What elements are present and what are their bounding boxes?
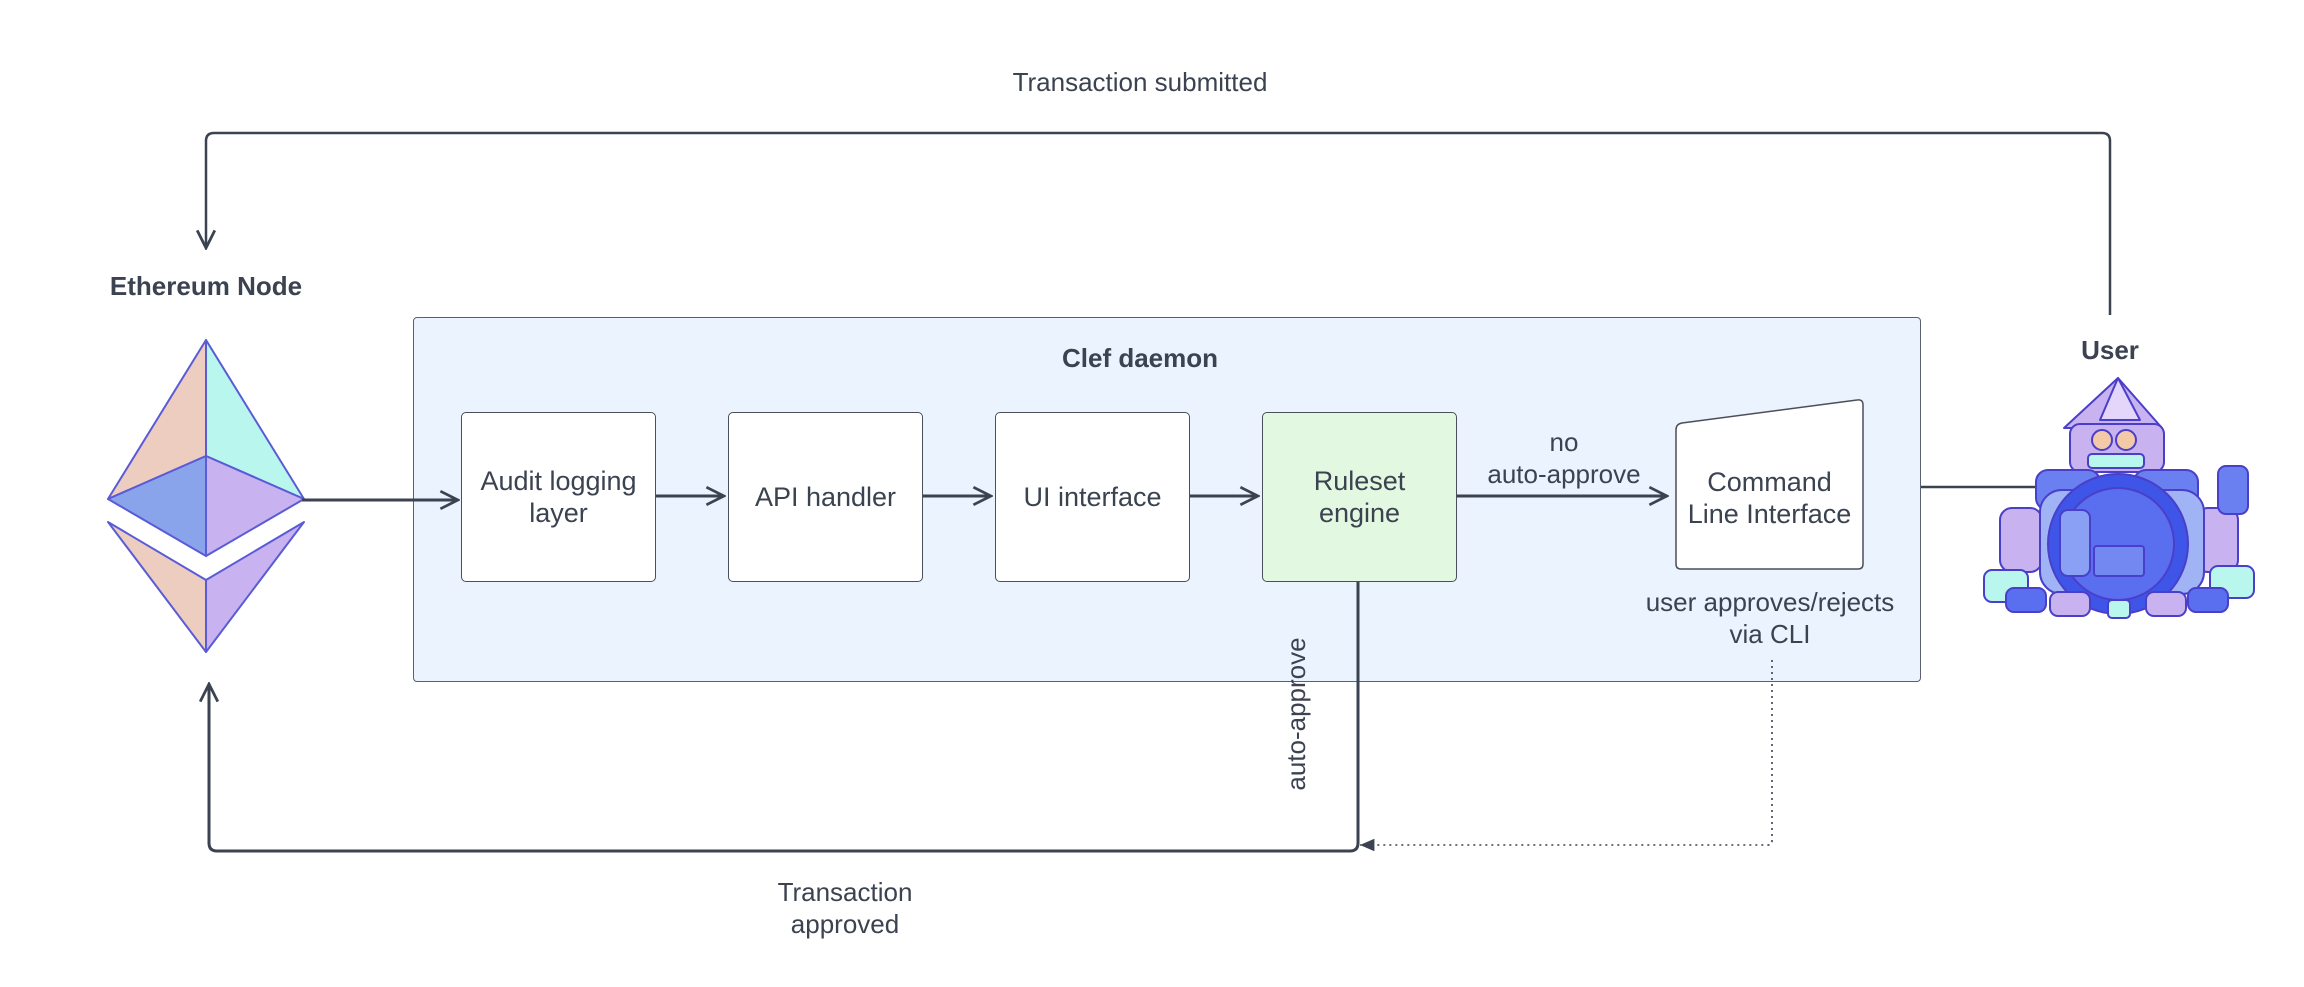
robot-user-icon <box>1983 377 2255 619</box>
clef-daemon-container <box>413 317 1921 682</box>
auto-approve-label: auto-approve <box>1281 637 1311 791</box>
ruleset-engine-box: Ruleset engine <box>1262 412 1457 582</box>
ui-interface-box: UI interface <box>995 412 1190 582</box>
edge-user-approves <box>1360 660 1773 852</box>
edge-transaction-submitted <box>206 131 2112 315</box>
clef-daemon-label: Clef daemon <box>1061 343 1219 373</box>
ethereum-node-label: Ethereum Node <box>109 271 303 301</box>
transaction-submitted-label: Transaction submitted <box>1012 67 1268 97</box>
audit-logging-box: Audit logging layer <box>461 412 656 582</box>
cli-box-label: Command Line Interface <box>1687 467 1852 529</box>
api-handler-box: API handler <box>728 412 923 582</box>
edge-auto-approve <box>209 582 1360 853</box>
ethereum-logo-icon <box>107 339 305 653</box>
user-approves-label: user approves/rejects via CLI <box>1645 587 1895 649</box>
transaction-approved-label: Transaction approved <box>777 877 913 939</box>
no-auto-approve-label: no auto-approve <box>1487 427 1641 489</box>
user-label: User <box>2081 335 2139 365</box>
